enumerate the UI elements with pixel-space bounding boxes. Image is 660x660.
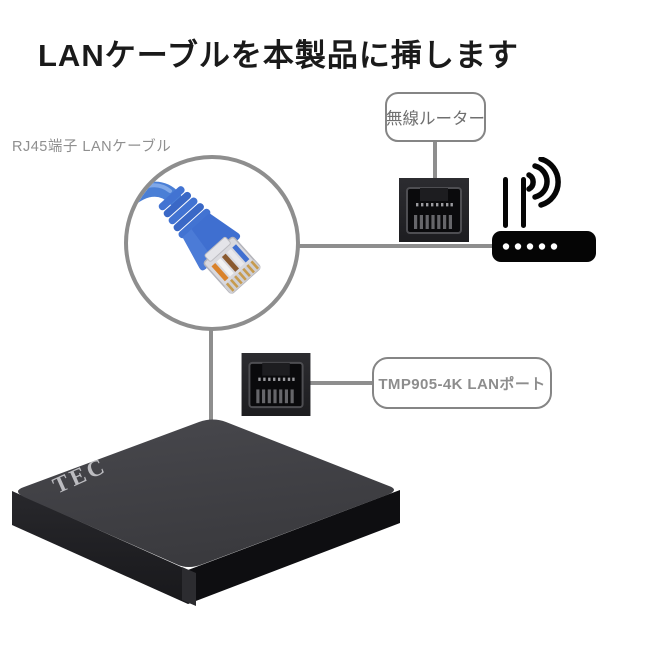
lan-port-label: TMP905-4K LANポート [378, 375, 546, 393]
router-label: 無線ルーター [386, 110, 485, 128]
cable-label: RJ45端子 LANケーブル [12, 139, 172, 155]
router-led-dots [502, 243, 558, 250]
lan-cable-illustration [128, 181, 261, 294]
wifi-router-icon [492, 157, 596, 262]
connector-line-port-label [310, 381, 376, 385]
connector-line-router [433, 139, 437, 180]
rj45-port-icon [241, 353, 311, 416]
tv-box-3d-device: TEC [12, 419, 400, 606]
connector-line-cable-to-device [209, 327, 213, 420]
lan-cable-connector-photo [124, 155, 300, 331]
rj45-port-icon [399, 178, 469, 242]
router-label-box: 無線ルーター [385, 92, 486, 142]
lan-port-label-box: TMP905-4K LANポート [372, 357, 552, 409]
wifi-signal-icon [526, 157, 561, 208]
page-title: LANケーブルを本製品に挿します [38, 38, 519, 73]
connector-line-cable-to-router [297, 244, 495, 248]
